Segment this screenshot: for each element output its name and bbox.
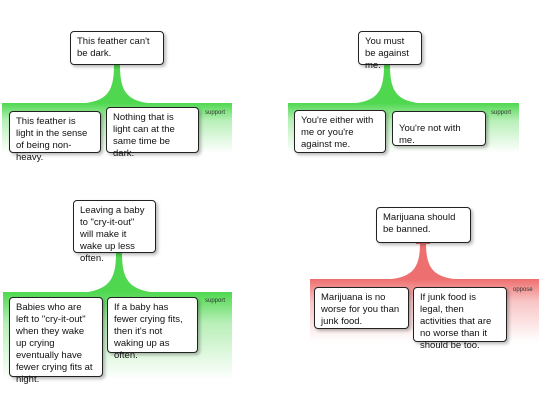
relation-tag: support	[205, 110, 226, 116]
premise-text: You're not with me.	[399, 123, 461, 146]
premise-text: This feather is light in the sense of be…	[16, 116, 88, 163]
premise-box[interactable]: You're not with me.	[392, 111, 486, 146]
premise-box[interactable]: You're either with me or you're against …	[294, 110, 386, 153]
claim-text: Leaving a baby to "cry-it-out" will make…	[80, 205, 145, 264]
premise-box[interactable]: If junk food is legal, then activities t…	[413, 287, 507, 351]
claim-text: This feather can't be dark.	[77, 36, 150, 59]
premise-box[interactable]: Babies who are left to "cry-it-out" when…	[9, 297, 103, 385]
claim-box-2[interactable]: You must be against me.	[358, 31, 422, 71]
claim-box-3[interactable]: Leaving a baby to "cry-it-out" will make…	[73, 200, 156, 264]
premise-box[interactable]: If a baby has fewer crying fits, then it…	[107, 297, 198, 361]
support-connector	[86, 65, 148, 103]
claim-box-4[interactable]: Marijuana should be banned.	[376, 207, 471, 243]
premise-text: Marijuana is no worse for you than junk …	[321, 292, 400, 327]
oppose-connector	[392, 243, 454, 279]
premise-text: You're either with me or you're against …	[301, 115, 374, 150]
claim-text: You must be against me.	[365, 36, 409, 71]
relation-tag: support	[491, 110, 512, 116]
claim-text: Marijuana should be banned.	[383, 212, 456, 235]
support-connector	[356, 65, 418, 103]
premise-text: If junk food is legal, then activities t…	[420, 292, 492, 351]
premise-text: If a baby has fewer crying fits, then it…	[114, 302, 183, 361]
relation-tag: oppose	[513, 287, 533, 293]
premise-box[interactable]: This feather is light in the sense of be…	[9, 111, 101, 163]
support-connector	[88, 253, 150, 292]
premise-text: Babies who are left to "cry-it-out" when…	[16, 302, 93, 385]
premise-box[interactable]: Nothing that is light can at the same ti…	[106, 107, 199, 159]
claim-box-1[interactable]: This feather can't be dark.	[70, 31, 164, 65]
premise-text: Nothing that is light can at the same ti…	[113, 112, 175, 159]
relation-tag: support	[205, 298, 226, 304]
premise-box[interactable]: Marijuana is no worse for you than junk …	[314, 287, 409, 329]
